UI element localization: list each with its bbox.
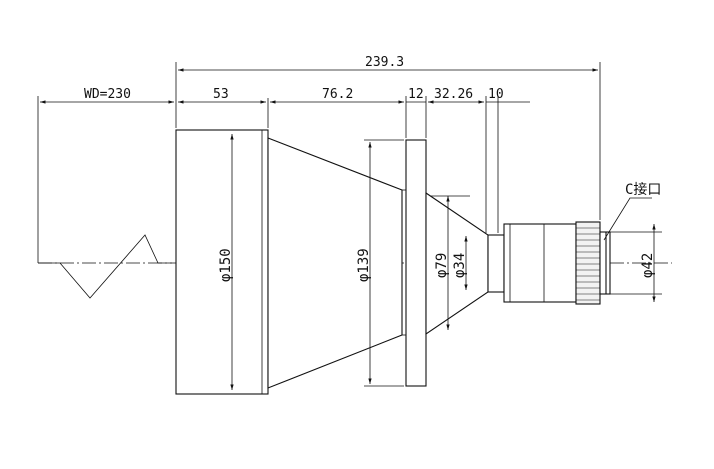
working-distance-break-symbol: [38, 234, 172, 299]
c-mount-leader-line: [603, 197, 652, 241]
dim-diameter-cone-end: φ139: [356, 248, 372, 282]
dim-front-barrel: 53: [213, 87, 229, 102]
cone-section: [267, 137, 403, 389]
dim-mount-gap: 10: [488, 87, 504, 102]
dim-diameter-rear-outer: φ79: [434, 253, 450, 278]
c-mount-thread: [599, 231, 611, 295]
dim-cone: 76.2: [322, 87, 353, 102]
dim-rear-section: 32.26: [434, 87, 473, 102]
mount-body: [503, 223, 577, 303]
c-mount-label: C接口: [625, 181, 661, 198]
dim-flange: 12: [408, 87, 424, 102]
rear-tube: [487, 234, 505, 293]
knurl-pattern: [576, 227, 600, 301]
dim-diameter-front: φ150: [218, 248, 234, 282]
flange: [405, 139, 427, 387]
dim-diameter-mount: φ42: [640, 253, 656, 278]
dim-overall-length: 239.3: [365, 55, 404, 70]
front-barrel: [175, 129, 269, 395]
dim-working-distance: WD=230: [84, 87, 131, 102]
dim-diameter-rear-inner: φ34: [452, 253, 468, 278]
